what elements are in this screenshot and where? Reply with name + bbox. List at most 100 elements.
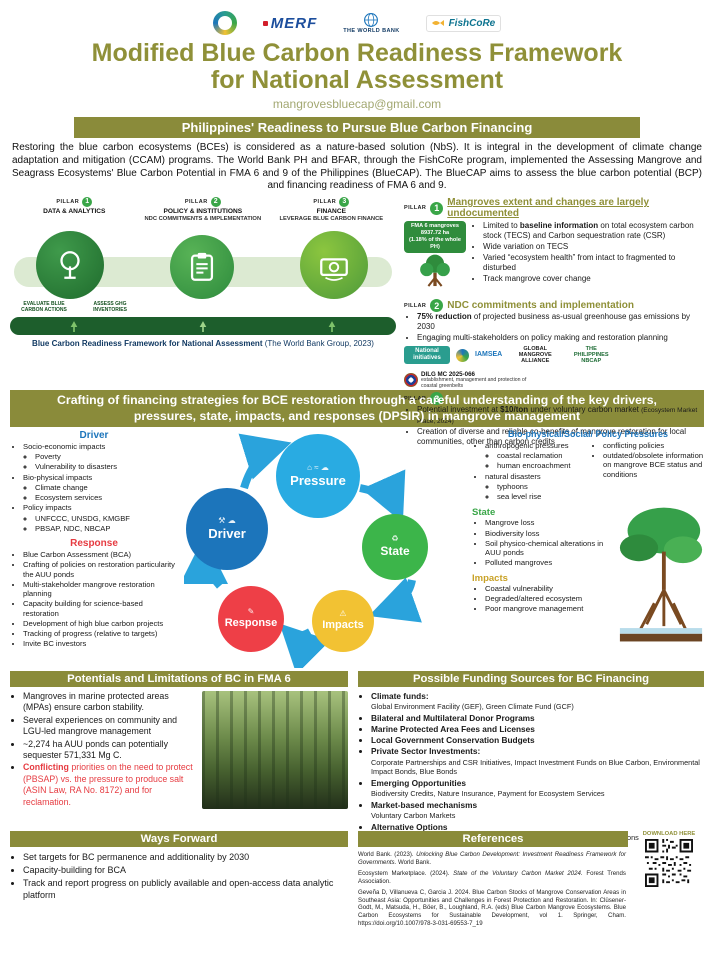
- pillar-label: PILLAR: [56, 199, 80, 206]
- merf-logo: MERF: [262, 14, 318, 32]
- potentials-bullets: Mangroves in marine protected areas (MPA…: [10, 691, 196, 809]
- dilg-memo-code: DILG MC 2025-066: [421, 370, 475, 378]
- badge-line: (1.18% of the whole PH): [409, 237, 461, 251]
- text-segment: on total ecosystem carbon stock (TECS) a…: [483, 221, 694, 241]
- dpsir-left-column: Driver Socio-economic impactsPovertyVuln…: [10, 430, 178, 668]
- list-item: Multi-stakeholder mangrove restoration p…: [23, 580, 178, 599]
- text-segment: of projected business as-usual greenhous…: [417, 312, 691, 332]
- funding-list: Climate funds:Global Environment Facilit…: [358, 691, 704, 843]
- merf-logo-text: MERF: [270, 14, 318, 32]
- dilg-seal-icon: [404, 373, 418, 388]
- text-segment: Limited to: [483, 221, 520, 231]
- potentials-section: Potentials and Limitations of BC in FMA …: [10, 670, 348, 829]
- list-item: World Bank. (2023). Unlocking Blue Carbo…: [358, 851, 626, 867]
- pillar2-head: PILLAR 2 NDC commitments and implementat…: [404, 299, 704, 313]
- badge-line: FMA 6 mangroves: [411, 223, 459, 230]
- pillars-column: PILLAR 1 Mangroves extent and changes ar…: [404, 197, 704, 446]
- list-item: Capacity-building for BCA: [23, 864, 348, 876]
- list-item: sea level rise: [497, 492, 586, 501]
- pillar-label: PILLAR: [313, 199, 337, 206]
- text-segment: Market-based mechanisms: [371, 800, 478, 810]
- sub-list: Climate changeEcosystem services: [23, 483, 178, 503]
- list-item: Local Government Conservation Budgets: [371, 735, 704, 745]
- evaluate-bc-actions-tag: EVALUATE BLUE CARBON ACTIONS: [21, 301, 67, 314]
- list-item: Conflicting priorities on the need to pr…: [23, 762, 196, 808]
- list-item-note: Corporate Partnerships and CSR Initiativ…: [371, 757, 700, 776]
- pressures-list-2: conflicting policiesoutdated/obsolete in…: [590, 441, 704, 503]
- pillar-number-badge: 1: [430, 201, 444, 215]
- response-heading: Response: [70, 538, 118, 550]
- list-item: Policy impactsUNFCCC, UNSDG, KMGBFPBSAP,…: [23, 503, 178, 533]
- text-segment: under voluntary carbon market: [528, 405, 642, 415]
- mini-tree-icon: [70, 321, 78, 333]
- pillar-label: PILLAR: [184, 199, 208, 206]
- tree-icon: [60, 251, 80, 280]
- text-segment: Forest Trends Association.: [358, 869, 626, 885]
- initiative-logo-icon: [456, 348, 469, 362]
- pillar-label: PILLAR: [404, 205, 427, 212]
- text-segment: Local Government Conservation Budgets: [371, 735, 535, 746]
- references-section: References World Bank. (2023). Unlocking…: [358, 830, 704, 935]
- dpsir-section: Driver Socio-economic impactsPovertyVuln…: [10, 429, 704, 668]
- text-segment: Ecosystem Marketplace. (2024).: [358, 869, 454, 877]
- references-list: World Bank. (2023). Unlocking Blue Carbo…: [358, 851, 704, 928]
- pillar-label: PILLAR: [404, 302, 427, 309]
- list-item: Socio-economic impactsPovertyVulnerabili…: [23, 442, 178, 472]
- pillar-number-badge: 2: [430, 299, 444, 313]
- finance-illustration: [300, 231, 368, 300]
- dilg-memo: DILG MC 2025-066 establishment, manageme…: [404, 371, 533, 390]
- pressure-label: Pressure: [290, 472, 346, 488]
- contact-email[interactable]: mangrovesbluecap@gmail.com: [272, 97, 442, 111]
- text-segment: Bio-physical impacts: [23, 472, 93, 482]
- world-bank-logo: THE WORLD BANK: [343, 12, 399, 34]
- section-dpsir-header: Crafting of financing strategies for BCE…: [10, 390, 704, 427]
- list-item: Ecosystem services: [35, 493, 178, 502]
- list-item: outdated/obsolete information on mangrov…: [603, 451, 704, 479]
- list-item: Degraded/altered ecosystem: [485, 594, 616, 603]
- framework-illustration: EVALUATE BLUE CARBON ACTIONS ASSESS GHG …: [10, 225, 396, 336]
- driver-heading: Driver: [79, 429, 109, 441]
- impacts-icons: ⚠: [339, 609, 347, 619]
- impacts-label: Impacts: [322, 619, 364, 632]
- driver-label: Driver: [208, 525, 246, 541]
- response-label: Response: [224, 617, 278, 630]
- pillar1-section: PILLAR 1 Mangroves extent and changes ar…: [404, 197, 704, 296]
- list-item: Mangrove loss: [485, 518, 616, 527]
- mangrove-tree-icon: [420, 254, 450, 287]
- merf-logo-accent: [262, 20, 268, 26]
- fma6-badge-text: FMA 6 mangroves 8937.72 ha (1.18% of the…: [404, 221, 466, 254]
- sub-list: UNFCCC, UNSDG, KMGBFPBSAP, NDC, NBCAP: [23, 514, 178, 534]
- list-item-note: Global Environment Facility (GEF), Green…: [371, 702, 574, 712]
- text-segment: priorities on the need to protect (PBSAP…: [23, 762, 193, 807]
- framework-caption-title: Blue Carbon Readiness Framework for Nati…: [32, 339, 263, 349]
- dpsir-cycle-arrows: [184, 433, 422, 668]
- list-item: Marine Protected Area Fees and Licenses: [371, 724, 704, 734]
- mangrove-photo: [202, 690, 348, 809]
- qr-code[interactable]: [645, 838, 693, 887]
- list-item: coastal reclamation: [497, 451, 586, 460]
- list-item: Vulnerability to disasters: [35, 462, 178, 471]
- intro-paragraph: Restoring the blue carbon ecosystems (BC…: [12, 142, 702, 192]
- framework-caption: Blue Carbon Readiness Framework for Nati…: [10, 339, 396, 349]
- sub-list: PovertyVulnerability to disasters: [23, 452, 178, 472]
- pillar2-bullets: 75% reduction of projected business as-u…: [404, 312, 704, 343]
- pillar-number-badge: 1: [82, 197, 93, 208]
- list-item: Poor mangrove management: [485, 604, 616, 613]
- pillar2-section: PILLAR 2 NDC commitments and implementat…: [404, 299, 704, 389]
- poster-title-line1: Modified Blue Carbon Readiness Framework: [91, 39, 623, 67]
- response-icons: ✎: [247, 607, 255, 617]
- fish-icon: [431, 20, 444, 26]
- section-potentials-header: Potentials and Limitations of BC in FMA …: [10, 670, 348, 687]
- list-item: Varied “ecosystem health” from intact to…: [483, 253, 704, 273]
- list-item: Bio-physical impactsClimate changeEcosys…: [23, 473, 178, 503]
- data-analytics-illustration: [36, 231, 104, 300]
- fma6-mangrove-badge: FMA 6 mangroves 8937.72 ha (1.18% of the…: [404, 221, 466, 296]
- bluecap-logo-inner: [217, 16, 232, 30]
- text-segment: natural disasters: [485, 471, 541, 481]
- bottom-row-2: Ways Forward Set targets for BC permanen…: [10, 830, 704, 935]
- list-item: Climate funds:Global Environment Facilit…: [371, 691, 704, 711]
